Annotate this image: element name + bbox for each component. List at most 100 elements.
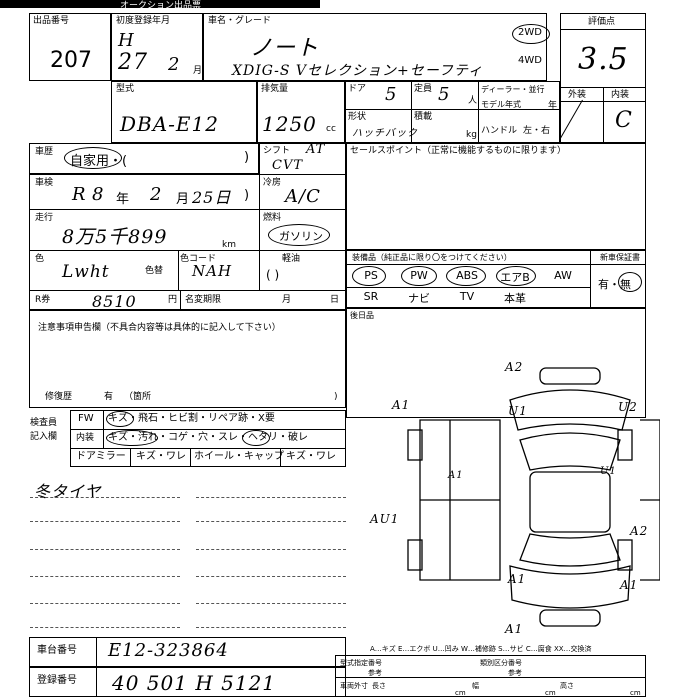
load-label: 積載 bbox=[414, 112, 433, 122]
plate-box bbox=[29, 667, 346, 697]
bottom-right-box bbox=[335, 655, 646, 697]
interior-head: 内装 bbox=[76, 433, 95, 443]
model-label: 車名・グレード bbox=[208, 16, 272, 26]
repair-label: 修復歴 bbox=[45, 392, 73, 402]
diagram-wheel-fr bbox=[617, 429, 633, 461]
ref-2: 参考 bbox=[508, 669, 522, 677]
recycle-box bbox=[29, 290, 346, 310]
drive-2wd: 2WD bbox=[518, 27, 542, 38]
shift-label: シフト bbox=[263, 146, 291, 156]
inspection-label: 車検 bbox=[35, 178, 54, 188]
dealer-label: ディーラー・並行 bbox=[481, 85, 545, 94]
inspection-close: ) bbox=[244, 188, 250, 203]
inspector-label1: 検査員 bbox=[30, 418, 58, 428]
sales-label: セールスポイント（正常に機能するものに限ります） bbox=[350, 146, 567, 156]
inspection-month: 2 bbox=[150, 184, 163, 205]
plate-value: 40 501 H 5121 bbox=[112, 671, 277, 695]
damage-legend: A…キズ E…エクボ U…凹み W…補修跡 S…サビ C…腐食 XX…交換済 bbox=[370, 645, 592, 653]
lot-number: 207 bbox=[50, 48, 92, 73]
interior-label: 内装 bbox=[611, 90, 630, 100]
handle-label: ハンドル bbox=[481, 126, 518, 136]
wheel-damage: キズ・ワレ bbox=[286, 451, 336, 462]
equipment-box bbox=[346, 250, 646, 308]
int-sure-circle bbox=[242, 430, 270, 446]
inspection-era: R bbox=[72, 184, 87, 205]
handwritten-note: 冬タイヤ bbox=[34, 482, 102, 501]
type-value: DBA-E12 bbox=[120, 112, 219, 136]
handle-options: 左・右 bbox=[523, 126, 551, 136]
color-value: Lwht bbox=[62, 262, 110, 282]
dmg-au1-left: AU1 bbox=[370, 512, 400, 526]
inspection-year-unit: 年 bbox=[116, 192, 130, 207]
chassis-value: E12-323864 bbox=[108, 640, 229, 661]
equip-airbag-circle bbox=[496, 266, 536, 286]
tone-label: 色替 bbox=[145, 266, 164, 276]
doors-label: ドア bbox=[348, 84, 367, 94]
ac-label: 冷房 bbox=[263, 178, 282, 188]
chassis-label: 車台番号 bbox=[37, 645, 77, 656]
usage-close: ) bbox=[244, 150, 250, 165]
change-day: 日 bbox=[330, 295, 340, 305]
equip-sr: SR bbox=[363, 290, 379, 303]
dims-length: 長さ bbox=[372, 682, 386, 690]
inspector-box bbox=[70, 410, 346, 467]
mileage-unit: km bbox=[222, 240, 236, 250]
drive-circle bbox=[512, 24, 550, 44]
inspection-day: 25日 bbox=[192, 188, 232, 207]
shift-value1: AT bbox=[306, 142, 326, 157]
type-label: 型式 bbox=[116, 84, 135, 94]
dims-label: 車両外寸 bbox=[340, 682, 368, 690]
dmg-a2-front: A2 bbox=[505, 360, 524, 374]
equip-ps-circle bbox=[352, 266, 386, 286]
remarks-box bbox=[346, 308, 646, 418]
chassis-box bbox=[29, 637, 346, 667]
usage-label: 車歴 bbox=[35, 147, 54, 157]
dims-cm-3: cm bbox=[630, 689, 641, 697]
diagram-rear-window bbox=[519, 533, 621, 567]
recycle-label: R券 bbox=[35, 295, 51, 305]
dmg-u1-right: U1 bbox=[600, 466, 617, 477]
dmg-u1-hood: U1 bbox=[508, 404, 528, 418]
diagram-trunk bbox=[509, 565, 631, 609]
fuel-value: ガソリン bbox=[279, 230, 323, 243]
header-title: オークション出品票 bbox=[120, 1, 202, 11]
car-diagram bbox=[407, 367, 660, 627]
model-name: ノート bbox=[250, 36, 320, 61]
diagram-wheel-fl bbox=[407, 429, 423, 461]
diagram-windshield bbox=[519, 432, 621, 471]
score-value: 3.5 bbox=[578, 42, 629, 77]
dmg-a1-left: A1 bbox=[392, 398, 411, 412]
equip-pw-circle bbox=[401, 266, 437, 286]
displacement-value: 1250 bbox=[262, 112, 317, 136]
change-label: 名変期限 bbox=[185, 295, 222, 305]
notes-label: 注意事項申告欄（不具合内容等は具体的に記入して下さい） bbox=[38, 323, 281, 333]
lot-box bbox=[29, 13, 111, 81]
load-unit: kg bbox=[466, 130, 477, 140]
capacity-label: 定員 bbox=[414, 84, 433, 94]
inspection-month-unit: 月 bbox=[176, 192, 190, 207]
color-label: 色 bbox=[35, 254, 45, 264]
interior-row: キズ・汚れ・コゲ・穴・スレ・ヘタリ・破レ bbox=[108, 432, 308, 443]
drive-4wd: 4WD bbox=[518, 55, 542, 66]
inspection-year: 8 bbox=[92, 184, 105, 205]
fw-row: キズ・飛石・ヒビ割・リペア跡・X要 bbox=[108, 413, 275, 424]
registration-label: 初度登録年月 bbox=[116, 16, 171, 26]
usage-circle bbox=[64, 147, 122, 169]
displacement-unit: cc bbox=[326, 124, 336, 134]
doors-value: 5 bbox=[385, 84, 398, 105]
mileage-value: 8万5千899 bbox=[62, 226, 168, 248]
light-oil-label: 軽油 bbox=[282, 254, 301, 264]
change-month: 月 bbox=[282, 295, 292, 305]
usage-cell bbox=[29, 143, 259, 174]
dims-height: 高さ bbox=[560, 682, 574, 690]
int-kizu-circle bbox=[106, 430, 158, 446]
repair-value: 有 bbox=[104, 392, 114, 402]
equip-leather: 本革 bbox=[504, 292, 526, 305]
exterior-label: 外装 bbox=[568, 90, 587, 100]
dims-width: 幅 bbox=[472, 682, 479, 690]
diagram-rear-bumper bbox=[539, 609, 601, 627]
model-year-unit: 年 bbox=[548, 101, 558, 111]
type-designation: 型式指定番号 bbox=[340, 659, 382, 667]
mirror-damage: キズ・ワレ bbox=[136, 451, 186, 462]
dmg-a1-right: A1 bbox=[448, 470, 464, 481]
